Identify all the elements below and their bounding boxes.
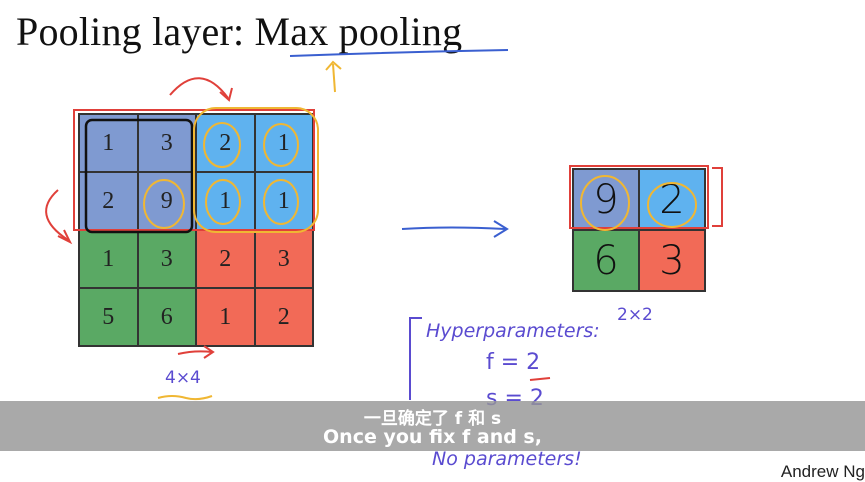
input-cell-r3c1: 1: [79, 230, 138, 288]
input-cell-r2c1: 2: [79, 172, 138, 230]
author-credit: Andrew Ng: [780, 462, 865, 481]
input-cell-r3c3: 2: [196, 230, 255, 288]
small-arrow-icon: [177, 345, 215, 359]
input-cell-r2c2: 9: [137, 172, 196, 230]
output-size-label: 2×2: [617, 305, 653, 325]
no-parameters-note: No parameters!: [432, 448, 582, 470]
output-cell-r2c2: 3: [639, 230, 705, 291]
input-cell-r4c2: 6: [137, 288, 196, 346]
window-outline-black: [84, 118, 194, 234]
hyperparameter-bracket: [409, 317, 422, 400]
window-outline-orange: [193, 107, 319, 233]
right-arrow-icon: [401, 226, 506, 230]
title-underline: [289, 49, 509, 57]
input-cell-r1c1: 1: [79, 114, 138, 172]
input-cell-r4c3: 1: [196, 288, 255, 346]
input-size-label: 4×4: [165, 368, 201, 388]
input-cell-r4c4: 2: [254, 288, 313, 346]
stride-arc-top-icon: [169, 77, 229, 99]
input-cell-r1c2: 3: [137, 114, 196, 172]
hyperparameter-f: f = 2: [486, 350, 541, 375]
subtitle-overlay: [0, 401, 865, 451]
input-cell-r3c2: 3: [137, 230, 196, 288]
page-title: Pooling layer: Max pooling: [16, 9, 463, 54]
input-cell-r4c1: 5: [79, 288, 138, 346]
caret-arrow-icon: [325, 60, 342, 93]
subtitle-zh: 一旦确定了 f 和 s: [363, 409, 502, 429]
output-outline-red: [569, 165, 709, 229]
hyperparameters-heading: Hyperparameters:: [426, 320, 600, 342]
stride-arc-left-icon: [45, 189, 69, 241]
subtitle-en: Once you fix f and s,: [323, 426, 542, 448]
input-cell-r3c4: 3: [254, 230, 313, 288]
region-outline-red: [73, 109, 315, 231]
